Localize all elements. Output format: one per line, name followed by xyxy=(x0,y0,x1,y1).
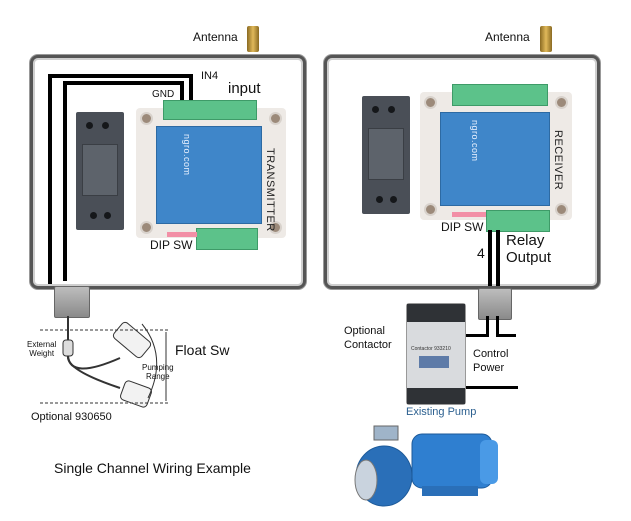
psu-label-panel xyxy=(368,128,404,180)
mount-hole-icon xyxy=(424,96,437,109)
receiver-brand-text: ngro.com xyxy=(470,120,480,162)
receiver-module: ngro.com RECEIVER xyxy=(420,92,572,220)
transmitter-wire-inner-top xyxy=(63,81,184,85)
external-weight-icon xyxy=(62,339,74,357)
pump-motor-fan-cover xyxy=(480,440,498,484)
psu-screw-icon xyxy=(90,212,97,219)
psu-screw-icon xyxy=(104,212,111,219)
psu-screw-icon xyxy=(372,106,379,113)
relay-wire-2 xyxy=(496,230,500,286)
pump-label: Existing Pump xyxy=(406,406,477,418)
pump-image xyxy=(354,425,498,507)
control-wire-right-drop xyxy=(496,316,499,336)
contactor-bottom-terminals xyxy=(407,388,465,404)
receiver-antenna-icon xyxy=(540,26,552,52)
receiver-power-supply xyxy=(362,96,410,214)
float-switch-title: Float Sw xyxy=(175,342,230,358)
float-switch-part-label: Optional 930650 xyxy=(31,411,112,423)
pumping-range-line1: Pumping xyxy=(142,363,174,372)
receiver-top-terminal-block xyxy=(452,84,548,106)
transmitter-wire-outer-top xyxy=(48,74,193,78)
receiver-relay-terminal-block xyxy=(486,210,550,232)
control-power-line1: Control xyxy=(473,348,509,360)
float-lower-icon xyxy=(120,380,152,408)
relay-output-line1: Relay xyxy=(506,232,545,249)
psu-screw-icon xyxy=(376,196,383,203)
mount-hole-icon xyxy=(555,203,568,216)
transmitter-brand-text: ngro.com xyxy=(182,134,192,176)
transmitter-bottom-terminal-block xyxy=(196,228,258,250)
transmitter-input-label: input xyxy=(228,80,261,97)
transmitter-module: ngro.com TRANSMITTER xyxy=(136,108,286,238)
transmitter-dip-label: DIP SW xyxy=(150,238,193,252)
contactor-window xyxy=(419,356,449,368)
contactor-label-line2: Contactor xyxy=(344,339,392,351)
transmitter-antenna-icon xyxy=(247,26,259,52)
psu-screw-icon xyxy=(390,196,397,203)
power-wire xyxy=(462,386,518,389)
relay-output-label: Relay Output xyxy=(506,232,551,266)
transmitter-wire-inner-drop xyxy=(180,81,184,103)
transmitter-gnd-label: GND xyxy=(152,89,175,100)
contactor-label-line1: Optional xyxy=(344,325,385,337)
receiver-cable-gland xyxy=(478,288,512,320)
transmitter-dip-switch xyxy=(167,232,197,237)
relay-output-line2: Output xyxy=(506,249,552,266)
transmitter-wire-inner xyxy=(63,81,67,281)
external-weight-line2: Weight xyxy=(29,349,55,358)
mount-hole-icon xyxy=(269,112,282,125)
pumping-range-label: Pumping Range xyxy=(142,363,174,381)
control-power-label: Control Power xyxy=(473,347,508,375)
pumping-range-line2: Range xyxy=(146,372,170,381)
contactor-top-terminals xyxy=(407,304,465,322)
receiver-module-label: RECEIVER xyxy=(552,130,564,191)
contactor-face-text: Contactor 933210 xyxy=(411,346,451,352)
transmitter-power-supply xyxy=(76,112,124,230)
control-wire-left xyxy=(462,334,489,337)
psu-label-panel xyxy=(82,144,118,196)
transmitter-circuit-board xyxy=(156,126,262,224)
transmitter-in4-label: IN4 xyxy=(201,70,219,82)
external-weight-label: External Weight xyxy=(27,340,56,358)
float-cable-upper xyxy=(67,355,121,370)
contactor-device: Contactor 933210 xyxy=(406,303,466,405)
float-cable-lower xyxy=(66,355,121,389)
psu-screw-icon xyxy=(86,122,93,129)
transmitter-input-terminal-block xyxy=(163,100,257,120)
float-switch-drawing xyxy=(40,316,168,408)
transmitter-antenna-label: Antenna xyxy=(193,30,238,44)
mount-hole-icon xyxy=(140,221,153,234)
relay-wire-1 xyxy=(488,230,492,286)
external-weight-line1: External xyxy=(27,340,57,349)
transmitter-module-label: TRANSMITTER xyxy=(264,148,276,232)
pump-inlet-flange xyxy=(354,459,378,501)
receiver-dip-label: DIP SW xyxy=(441,220,484,234)
pump-outlet xyxy=(373,425,399,441)
psu-screw-icon xyxy=(102,122,109,129)
receiver-circuit-board xyxy=(440,112,550,206)
psu-screw-icon xyxy=(388,106,395,113)
mount-hole-icon xyxy=(424,203,437,216)
transmitter-wire-outer-drop xyxy=(189,74,193,102)
mount-hole-icon xyxy=(269,221,282,234)
receiver-antenna-label: Antenna xyxy=(485,30,530,44)
receiver-dip-switch xyxy=(452,212,486,217)
control-wire-left-drop xyxy=(486,316,489,336)
relay-channel-number: 4 xyxy=(477,245,485,261)
pump-base xyxy=(422,486,478,496)
pumping-range-arc xyxy=(141,323,158,399)
transmitter-cable-gland xyxy=(54,286,90,318)
float-upper-icon xyxy=(112,321,152,359)
mount-hole-icon xyxy=(555,96,568,109)
control-power-line2: Power xyxy=(473,362,505,374)
control-wire-right xyxy=(496,334,516,337)
mount-hole-icon xyxy=(140,112,153,125)
diagram-caption: Single Channel Wiring Example xyxy=(54,460,251,476)
contactor-label: Optional Contactor xyxy=(344,324,392,352)
transmitter-wire-outer xyxy=(48,74,52,284)
